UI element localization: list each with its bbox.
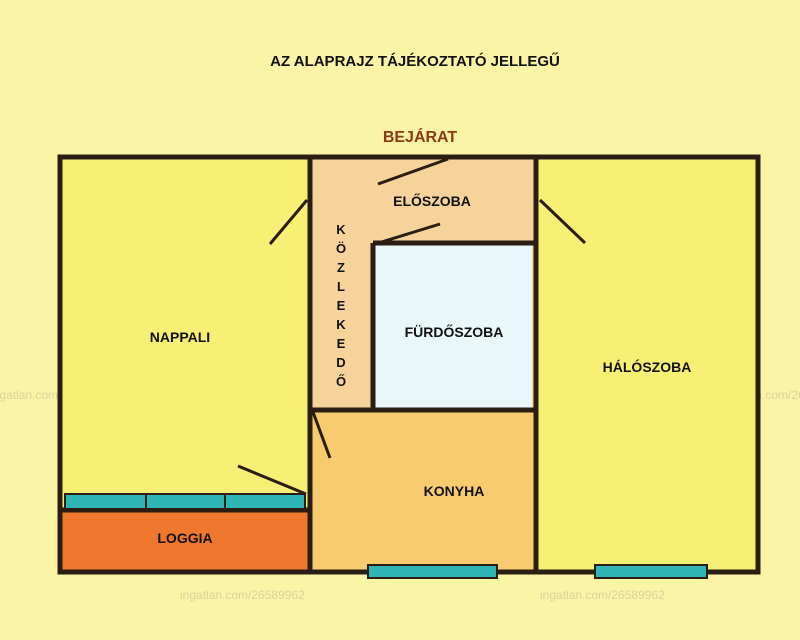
kozlekedo-letter: L [337, 279, 345, 294]
kozlekedo-letter: Ö [336, 241, 346, 256]
window [367, 564, 498, 579]
door-konyha [311, 411, 332, 459]
window [64, 493, 147, 510]
label-kozlekedo: K Ö Z L E K E D Ő [336, 222, 346, 389]
kozlekedo-letter: Z [337, 260, 345, 275]
plan-title: AZ ALAPRAJZ TÁJÉKOZTATÓ JELLEGŰ [270, 52, 560, 70]
kozlekedo-letter: E [337, 336, 346, 351]
kozlekedo-letter: E [337, 298, 346, 313]
kozlekedo-letter: K [336, 317, 346, 332]
entrance-label: BEJÁRAT [383, 127, 458, 146]
window [145, 493, 226, 510]
window [594, 564, 708, 579]
door-loggia [237, 464, 307, 496]
room-furdoszoba [375, 245, 532, 408]
kozlekedo-letter: K [336, 222, 346, 237]
label-loggia: LOGGIA [157, 530, 212, 546]
watermark: ingatlan.com/26589962 [540, 588, 665, 602]
room-konyha [312, 410, 534, 570]
doors [237, 157, 587, 496]
door-nappali [268, 199, 309, 245]
kozlekedo-letter: Ő [336, 374, 346, 389]
label-eloszoba: ELŐSZOBA [393, 192, 471, 209]
label-nappali: NAPPALI [150, 329, 210, 345]
room-loggia [60, 510, 308, 570]
label-furdoszoba: FÜRDŐSZOBA [405, 323, 504, 340]
label-konyha: KONYHA [424, 483, 485, 499]
door-entrance [377, 157, 449, 186]
kozlekedo-letter: D [336, 355, 345, 370]
door-haloszoba [538, 198, 587, 245]
room-haloszoba [536, 157, 758, 570]
door-bathroom [374, 222, 441, 246]
windows [64, 493, 708, 579]
watermark: ingatlan.com/26589962 [180, 588, 305, 602]
window [224, 493, 306, 510]
label-haloszoba: HÁLÓSZOBA [603, 358, 692, 375]
